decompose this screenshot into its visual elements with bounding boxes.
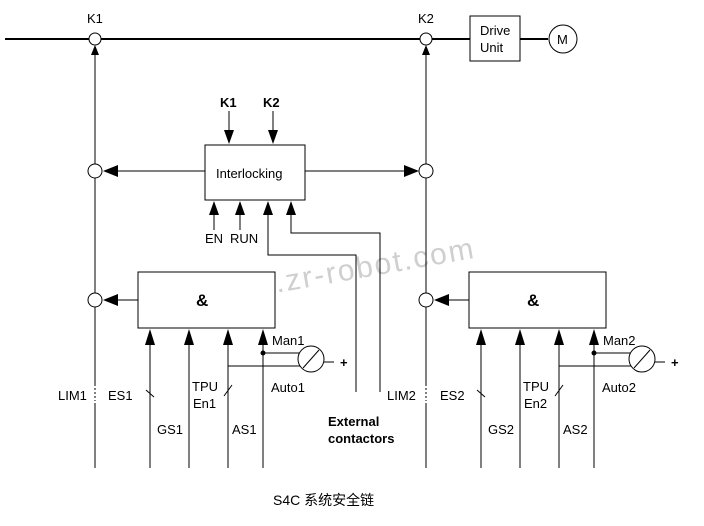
external-contactor-line-1 — [267, 215, 357, 392]
drive-unit-label-line1: Drive — [480, 23, 510, 38]
k2-label: K2 — [418, 11, 434, 26]
en1-switch — [223, 384, 233, 397]
en2-label: En2 — [524, 396, 547, 411]
en1-label: En1 — [193, 396, 216, 411]
interlock-en-arrow-icon — [209, 201, 219, 215]
tpu2-label: TPU — [523, 379, 549, 394]
mode-selector-2-plus: + — [671, 355, 679, 370]
left-gate-input-4-arrow-icon — [258, 329, 268, 345]
right-gate-input-3-arrow-icon — [554, 329, 564, 345]
left-gate-input-1-arrow-icon — [145, 329, 155, 345]
mode-selector-1-needle — [302, 349, 320, 369]
gs2-label: GS2 — [488, 422, 514, 437]
right-and-output-arrow-icon — [434, 294, 449, 306]
right-gate-input-1-arrow-icon — [476, 329, 486, 345]
interlock-ext1-arrow-icon — [263, 201, 273, 215]
k2-contact-node — [419, 32, 433, 46]
right-gate-input-4-arrow-icon — [589, 329, 599, 345]
interlocking-box — [204, 144, 306, 201]
left-gate-input-2-arrow-icon — [184, 329, 194, 345]
diagram-caption: S4C 系统安全链 — [273, 492, 374, 508]
interlock-k1-input-label: K1 — [220, 95, 237, 110]
es2-switch — [476, 389, 486, 398]
mode-selector-2-needle — [633, 349, 651, 369]
man2-label: Man2 — [603, 333, 636, 348]
mode-selector-1-plus: + — [340, 355, 348, 370]
auto2-label: Auto2 — [602, 380, 636, 395]
interlocking-label: Interlocking — [216, 166, 282, 181]
drive-unit-label-line2: Unit — [480, 40, 504, 55]
motor-icon — [548, 24, 578, 54]
en2-switch — [554, 384, 564, 397]
as2-label: AS2 — [563, 422, 588, 437]
right-junction-node-2 — [418, 292, 434, 308]
k2-up-arrow-icon — [422, 45, 430, 55]
man1-label: Man1 — [272, 333, 305, 348]
es1-label: ES1 — [108, 388, 133, 403]
lim2-label: LIM2 — [387, 388, 416, 403]
right-junction-node-1 — [418, 163, 434, 179]
interlock-ext2-arrow-icon — [286, 201, 296, 215]
external-contactor-line-2 — [290, 215, 381, 392]
motor-label: M — [557, 32, 568, 47]
interlock-right-arrow-icon — [404, 165, 419, 177]
interlock-k2-input-label: K2 — [263, 95, 280, 110]
k1-up-arrow-icon — [91, 45, 99, 55]
es1-switch — [145, 389, 155, 398]
gs1-label: GS1 — [157, 422, 183, 437]
left-gate-input-3-arrow-icon — [223, 329, 233, 345]
interlock-run-label: RUN — [230, 231, 258, 246]
drive-unit-box — [469, 15, 521, 62]
left-and-output-arrow-icon — [103, 294, 118, 306]
right-and-gate-box — [468, 271, 607, 329]
external-contactors-label-line1: External — [328, 414, 379, 429]
interlock-left-arrow-icon — [103, 165, 118, 177]
as1-label: AS1 — [232, 422, 257, 437]
interlock-k1-input-arrow-icon — [224, 130, 234, 144]
k1-contact-node — [88, 32, 102, 46]
left-and-gate-box — [137, 271, 276, 329]
right-gate-input-2-arrow-icon — [515, 329, 525, 345]
es2-label: ES2 — [440, 388, 465, 403]
left-and-gate-label: & — [196, 291, 208, 310]
left-junction-node-2 — [87, 292, 103, 308]
right-and-gate-label: & — [527, 291, 539, 310]
k1-label: K1 — [87, 11, 103, 26]
external-contactors-label-line2: contactors — [328, 431, 394, 446]
interlock-run-arrow-icon — [235, 201, 245, 215]
tpu1-label: TPU — [192, 379, 218, 394]
lim1-label: LIM1 — [58, 388, 87, 403]
auto1-label: Auto1 — [271, 380, 305, 395]
interlock-en-label: EN — [205, 231, 223, 246]
interlock-k2-input-arrow-icon — [268, 130, 278, 144]
left-junction-node-1 — [87, 163, 103, 179]
